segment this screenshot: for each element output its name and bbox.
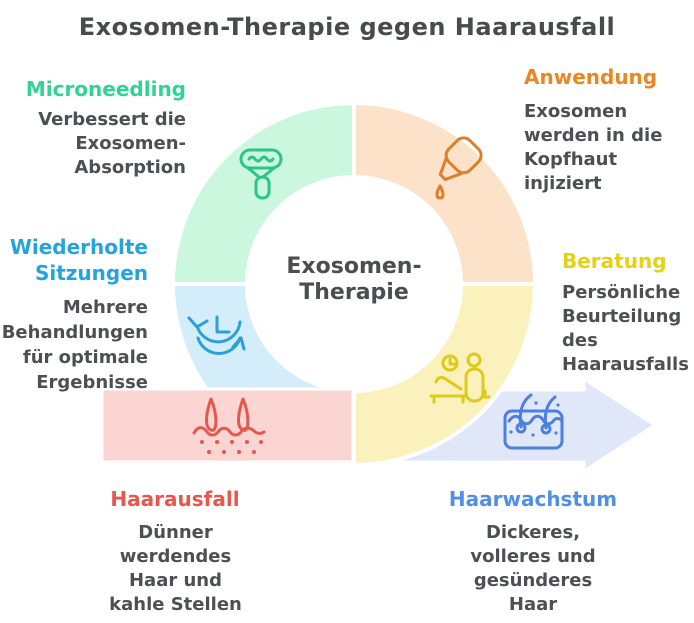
dropper-icon: [435, 136, 483, 200]
step-heading-haarwachstum: Haarwachstum: [448, 487, 618, 511]
segment-microneedling: [170, 100, 356, 286]
diagram-center-label: Exosomen-Therapie: [286, 254, 422, 305]
page-title: Exosomen-Therapie gegen Haarausfall: [78, 13, 616, 41]
derma-roller-icon: [239, 148, 283, 200]
step-heading-beratung: Beratung: [562, 249, 667, 273]
step-heading-anwendung: Anwendung: [524, 65, 658, 89]
repeat-cycle-clock-icon: [187, 315, 246, 355]
step-description-beratung: Persönliche Beurteilung des Haarausfalls: [562, 282, 689, 375]
step-description-haarausfall: Dünner werdendes Haar und kahle Stellen: [109, 522, 242, 615]
step-description-anwendung: Exosomen werden in die Kopfhaut injizier…: [524, 101, 663, 194]
step-description-haarwachstum: Dickeres, volleres und gesünderes Haar: [470, 522, 596, 615]
hair-follicle-loss-icon: [192, 397, 266, 454]
step-heading-haarausfall: Haarausfall: [110, 487, 240, 511]
hair-loss-band: [100, 387, 355, 464]
step-heading-wiederholte-sitzungen: Wiederholte Sitzungen: [9, 235, 148, 285]
step-description-microneedling: Verbessert die Exosomen-Absorption: [38, 109, 186, 178]
consultation-clock-icon: [429, 352, 491, 404]
segment-anwendung: [352, 100, 538, 286]
segment-beratung: [352, 282, 538, 468]
step-heading-microneedling: Microneedling: [25, 77, 186, 101]
hair-growth-skin-icon: [503, 393, 564, 450]
step-description-wiederholte-sitzungen: Mehrere Behandlungen für optimale Ergebn…: [1, 297, 148, 393]
